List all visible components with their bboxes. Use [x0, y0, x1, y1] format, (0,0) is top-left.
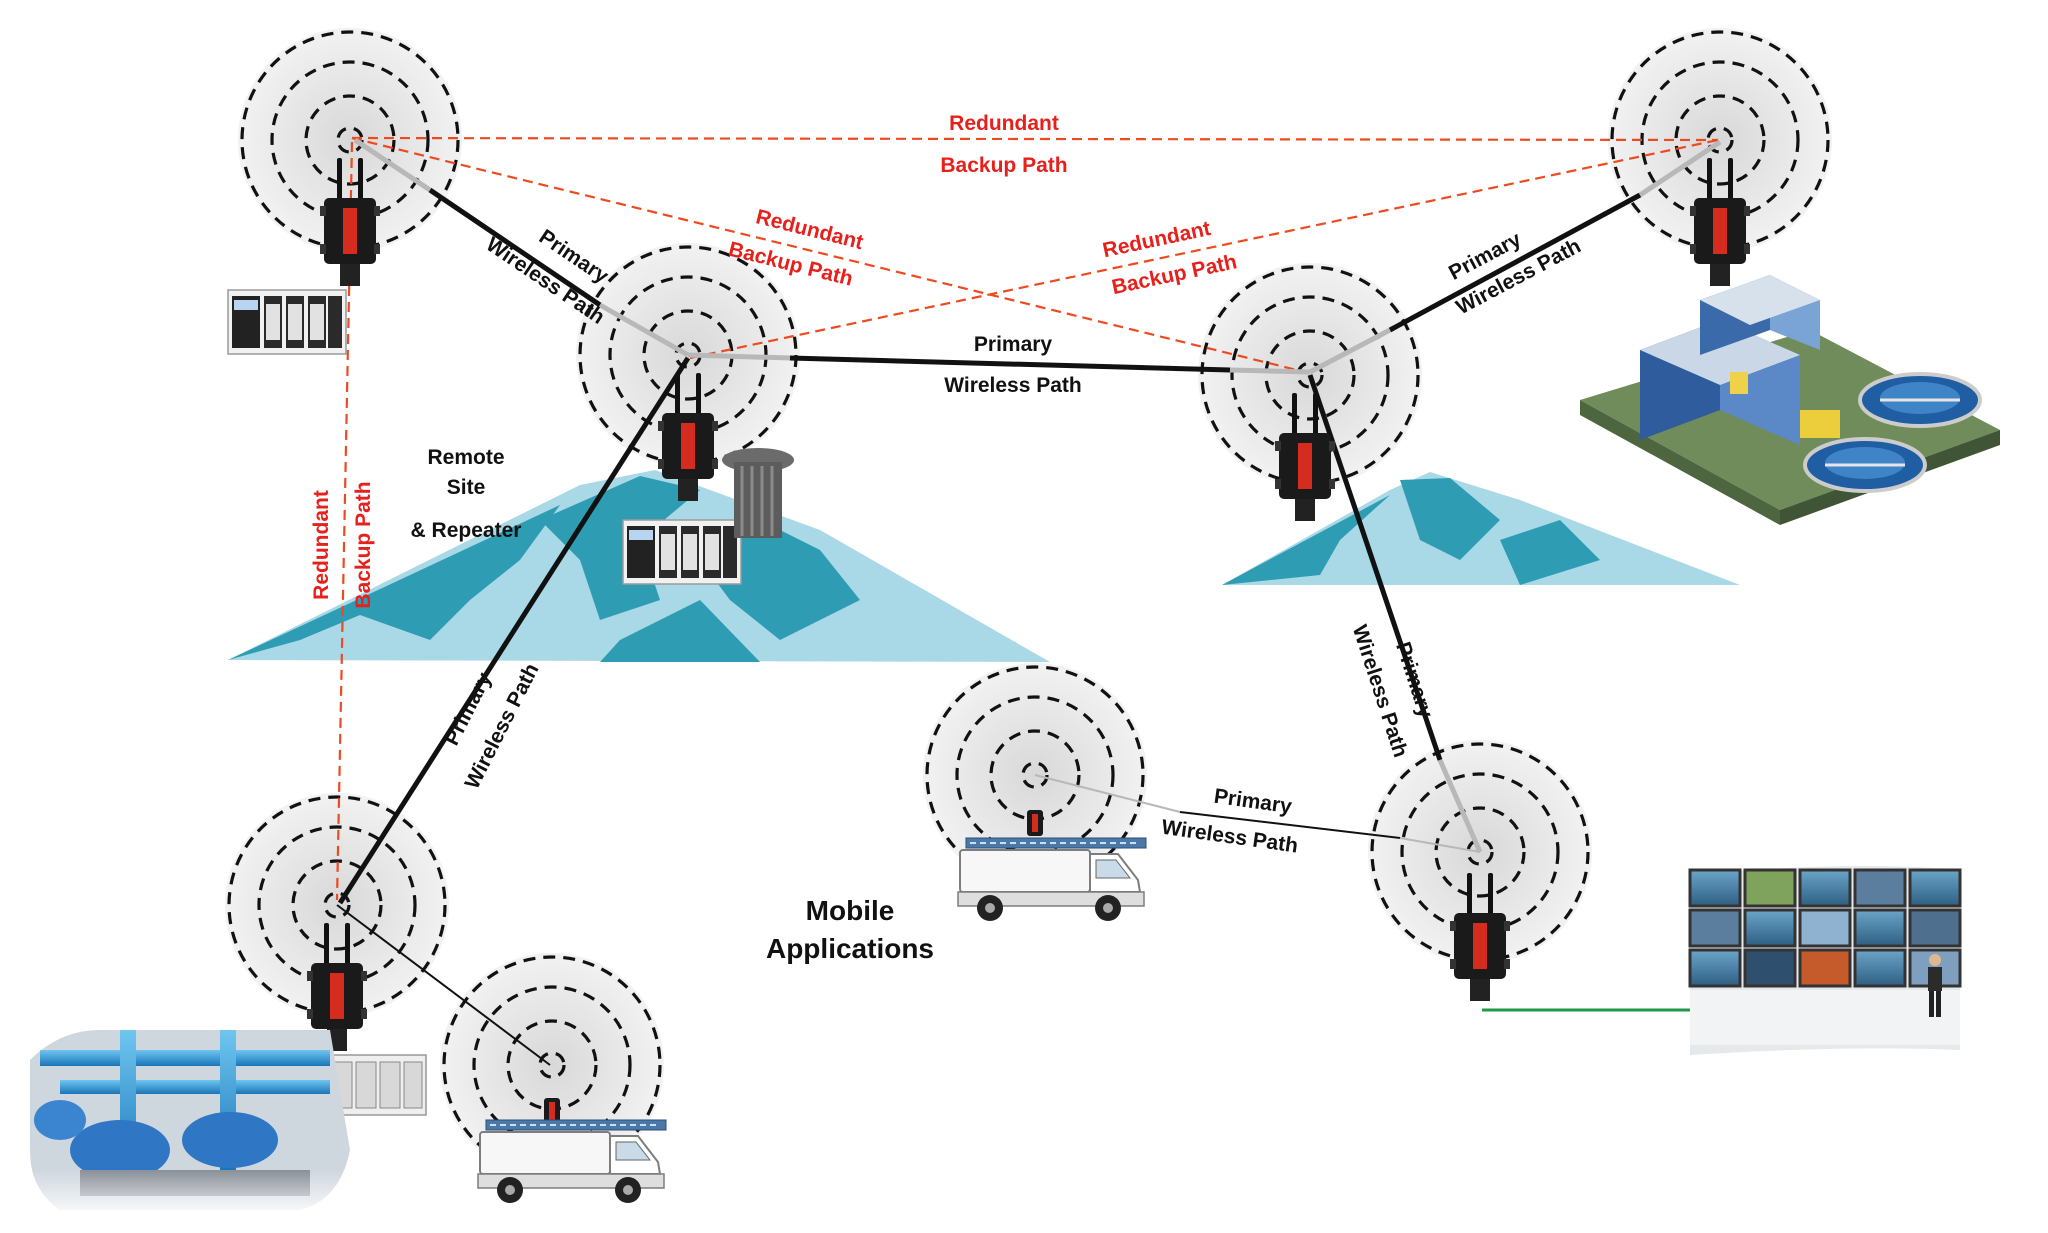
- primary-paths: [336, 137, 1722, 1066]
- redundant-paths: [335, 136, 1719, 901]
- utility-truck-center: [957, 837, 1147, 922]
- treatment-plant: [1580, 275, 2000, 525]
- plc-controller-repeater: [622, 519, 742, 585]
- redundant-top-label-2: Backup Path: [940, 154, 1067, 177]
- water-tank: [722, 448, 794, 538]
- redundant-mid-right-label-1: Redundant: [1101, 217, 1213, 262]
- primary-mobile-label-2: Wireless Path: [1160, 816, 1299, 858]
- plc-controller-tl: [227, 289, 347, 355]
- remote-site-label-1: Remote: [427, 446, 504, 469]
- mountain-right: [1222, 472, 1740, 585]
- control-room-video-wall: [1688, 866, 1962, 1055]
- redundant-top-label-1: Redundant: [949, 112, 1059, 135]
- mobile-applications-label-1: Mobile: [806, 895, 895, 926]
- primary-center-label-1: Primary: [974, 333, 1053, 356]
- pump-station: [30, 1030, 350, 1220]
- primary-mobile-label-1: Primary: [1213, 785, 1294, 819]
- mobile-applications-label-2: Applications: [766, 933, 934, 964]
- remote-site-label-2: Site: [447, 476, 486, 499]
- redundant-vertical-label-1: Redundant: [310, 490, 333, 600]
- redundant-mid-right-label-2: Backup Path: [1110, 250, 1239, 299]
- radio-coverage-tr: [1608, 28, 1832, 252]
- radio-unit-mobile-center: [1027, 810, 1043, 836]
- plc-controller-bl: [325, 1054, 427, 1116]
- redundant-vertical-label-2: Backup Path: [352, 481, 375, 608]
- primary-center-label-2: Wireless Path: [944, 374, 1082, 397]
- radio-unit-mobile-bottom: [544, 1098, 560, 1124]
- remote-site-label-3: & Repeater: [411, 519, 522, 542]
